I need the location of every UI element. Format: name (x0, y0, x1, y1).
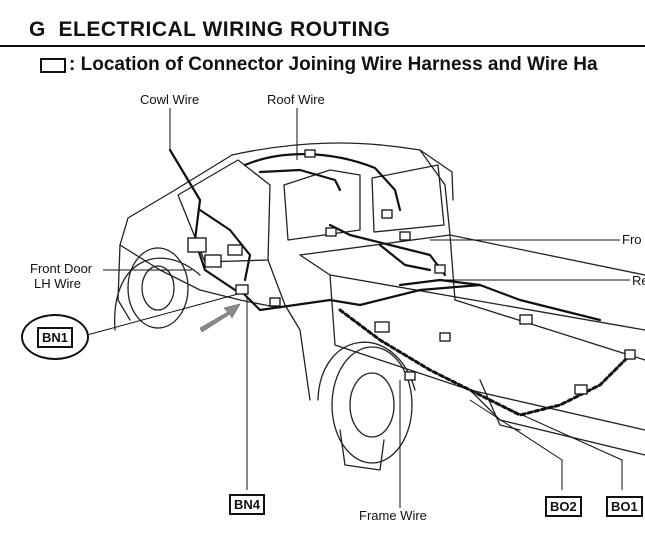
bn1-leader (86, 293, 239, 336)
section-letter: G (29, 18, 46, 41)
bo1-leader (499, 404, 623, 490)
section-title: G ELECTRICAL WIRING ROUTING (29, 18, 390, 42)
frame-wire-label: Frame Wire (359, 508, 427, 523)
subtitle-text: : Location of Connector Joining Wire Har… (69, 54, 598, 75)
bn4-connector-code: BN4 (229, 494, 266, 515)
section-title-text: ELECTRICAL WIRING ROUTING (58, 18, 391, 41)
front-wheel (127, 247, 189, 329)
front-door-lh-wire-label-line1: Front Door (30, 261, 93, 276)
front-door-lh-wire-label-line2: LH Wire (34, 276, 81, 291)
cowl-wire-label: Cowl Wire (140, 92, 200, 107)
rear-wheel (331, 346, 413, 464)
truck-bed-outline (299, 234, 645, 276)
rear-right-wire-label: Re (632, 273, 645, 288)
diagram-subtitle: : Location of Connector Joining Wire Har… (40, 54, 598, 76)
bo1-connector-code: BO1 (606, 496, 643, 517)
connector-legend-icon (40, 57, 66, 73)
bo2-connector-code: BO2 (545, 496, 582, 517)
bn1-connector-callout: BN1 (21, 314, 89, 360)
roof-wire-label: Roof Wire (267, 92, 325, 107)
header-rule (0, 45, 645, 47)
bn1-connector-code: BN1 (36, 326, 73, 348)
cowl-wire-harness (168, 148, 237, 292)
bn1-pointer-arrow (199, 303, 241, 333)
front-right-wire-label: Fro (622, 232, 642, 247)
roof-wire-harness (243, 153, 402, 212)
bo2-leader (469, 399, 563, 490)
